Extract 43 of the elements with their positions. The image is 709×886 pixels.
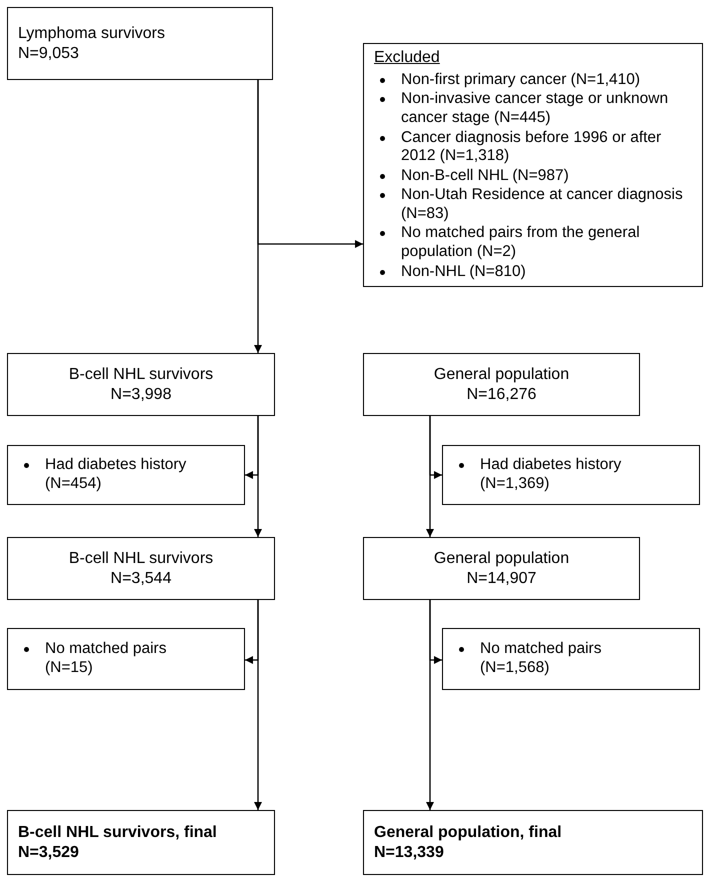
box-title: General population <box>434 548 570 568</box>
box-title: B-cell NHL survivors <box>68 548 214 568</box>
count-text: N=9,053 <box>18 44 79 64</box>
bullet-item: Non-invasive cancer stage or unknown cancer stage (N=445) <box>401 90 670 128</box>
arrow <box>429 416 442 479</box>
count-text: N=3,998 <box>110 384 172 404</box>
process-box <box>442 445 700 505</box>
process-box <box>7 537 275 600</box>
box-title: General population <box>434 364 570 384</box>
process-box <box>7 810 275 875</box>
bullet-item: No matched pairs from the general population (N=2) <box>401 224 641 262</box>
heading: Excluded <box>374 48 440 68</box>
count-text: N=14,907 <box>466 568 536 588</box>
bullet-item: Non-first primary cancer (N=1,410) <box>401 70 640 90</box>
process-box <box>363 810 703 875</box>
bullet-item: No matched pairs (N=15) <box>45 640 168 678</box>
process-box <box>7 445 245 505</box>
process-box <box>363 353 640 416</box>
bullet-item: Non-NHL (N=810) <box>401 262 526 282</box>
bullet-item: No matched pairs (N=1,568) <box>480 640 602 678</box>
count-text: N=3,544 <box>110 568 172 588</box>
process-box <box>363 43 703 287</box>
bullet-item: Cancer diagnosis before 1996 or after 2012 (N=1,318) <box>401 128 662 166</box>
count-text: N=13,339 <box>374 842 444 862</box>
process-box <box>7 353 275 416</box>
arrow <box>429 600 442 664</box>
arrow <box>245 600 259 664</box>
count-text: N=16,276 <box>466 384 536 404</box>
box-title: B-cell NHL survivors, final <box>18 822 217 842</box>
process-box <box>442 628 700 690</box>
arrow <box>245 416 259 479</box>
bullet-item: Had diabetes history (N=454) <box>45 456 188 494</box>
box-title: Lymphoma survivors <box>18 24 166 44</box>
box-title: B-cell NHL survivors <box>68 364 214 384</box>
process-box <box>7 628 245 690</box>
box-title: General population, final <box>374 822 562 842</box>
count-text: N=3,529 <box>18 842 79 862</box>
bullet-item: Non-Utah Residence at cancer diagnosis (N=83) <box>401 186 684 224</box>
process-box <box>363 537 640 600</box>
process-box <box>7 7 273 80</box>
arrow <box>257 80 363 248</box>
bullet-item: Had diabetes history (N=1,369) <box>480 456 622 494</box>
bullet-item: Non-B-cell NHL (N=987) <box>401 166 569 186</box>
